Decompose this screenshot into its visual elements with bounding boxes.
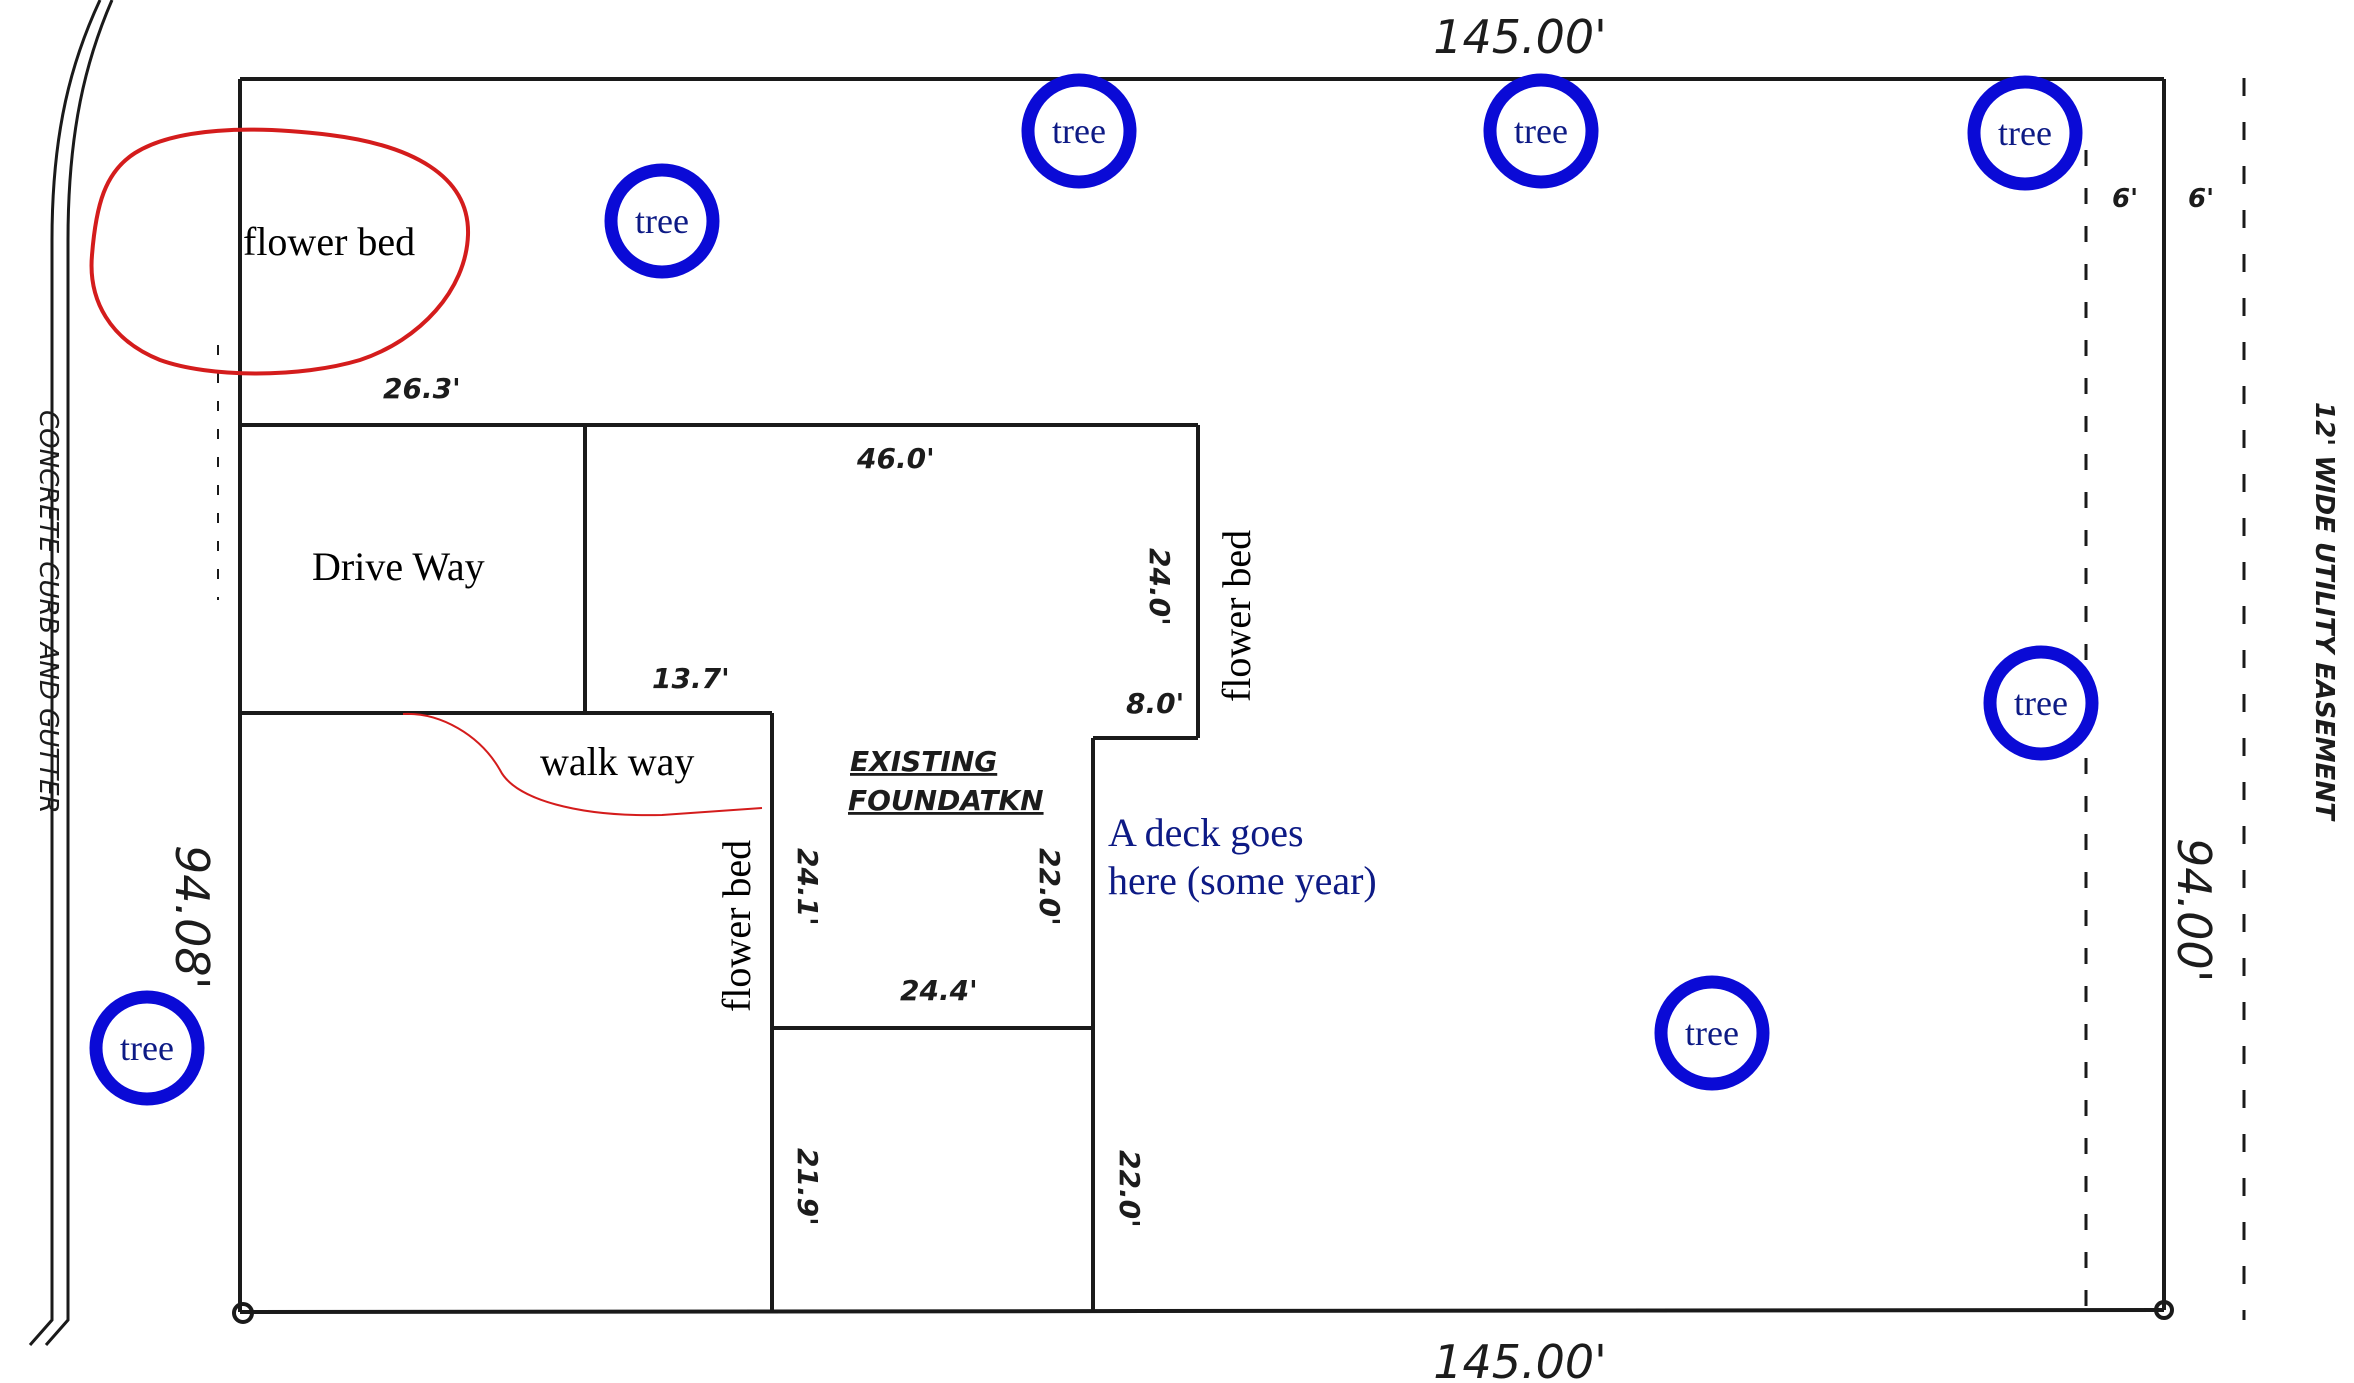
tree-marker: tree [1483,73,1599,189]
flower-bed-walk-label: flower bed [714,840,759,1012]
flower-bed-outline [89,127,471,376]
dimension-foundation-step: 8.0' [1126,687,1184,720]
curb-label: CONCRETE CURB AND GUTTER [33,410,63,814]
dimension-garage-right: 22.0' [1113,1150,1146,1228]
dimension-left: 94.08' [165,845,219,989]
dimension-top: 145.00' [1433,10,1607,64]
walk-way-label: walk way [540,739,694,784]
foundation-label-line2: FOUNDATKN [848,784,1044,817]
dimension-garage-top: 24.4' [900,974,978,1007]
tree-label: tree [120,1028,174,1068]
deck-note-line1: A deck goes [1108,810,1304,855]
tree-label: tree [2014,683,2068,723]
tree-label: tree [1052,111,1106,151]
flower-bed-side-label: flower bed [1214,530,1259,702]
lot-corner-marker [232,1302,254,1324]
dimension-setback-top: 26.3' [383,372,461,405]
tree-marker: tree [1021,73,1137,189]
foundation-label-line1: EXISTING [850,745,997,778]
foundation-outline [240,423,1200,1310]
dimension-right: 94.00' [2167,838,2221,982]
walk-way-outline [402,712,763,817]
dimension-foundation-right-upper: 24.0' [1143,548,1176,626]
lot-corner-marker [2154,1300,2174,1320]
deck-note-line2: here (some year) [1108,858,1377,903]
dimension-foundation-left: 24.1' [791,848,824,926]
tree-marker: tree [1654,975,1770,1091]
tree-label: tree [1998,113,2052,153]
tree-label: tree [1685,1013,1739,1053]
easement-label: 12' WIDE UTILITY EASEMENT [2309,402,2339,822]
tree-marker: tree [604,163,720,279]
curb-and-gutter [28,0,114,1346]
dimension-easement-left: 6' [2112,184,2138,214]
drive-way-label: Drive Way [312,544,485,589]
lot-boundary [238,77,2166,1314]
tree-marker: tree [1967,75,2083,191]
dimension-foundation-top: 46.0' [856,442,935,475]
dimension-foundation-notch: 13.7' [652,662,730,695]
tree-marker: tree [89,990,205,1106]
dimension-garage-left: 21.9' [791,1148,824,1226]
dimension-easement-right: 6' [2188,184,2214,214]
dimension-bottom: 145.00' [1433,1335,1607,1383]
dimension-foundation-right-lower: 22.0' [1033,848,1066,926]
flower-bed-corner-label: flower bed [243,219,415,264]
tree-label: tree [635,201,689,241]
tree-marker: tree [1983,645,2099,761]
tree-label: tree [1514,111,1568,151]
